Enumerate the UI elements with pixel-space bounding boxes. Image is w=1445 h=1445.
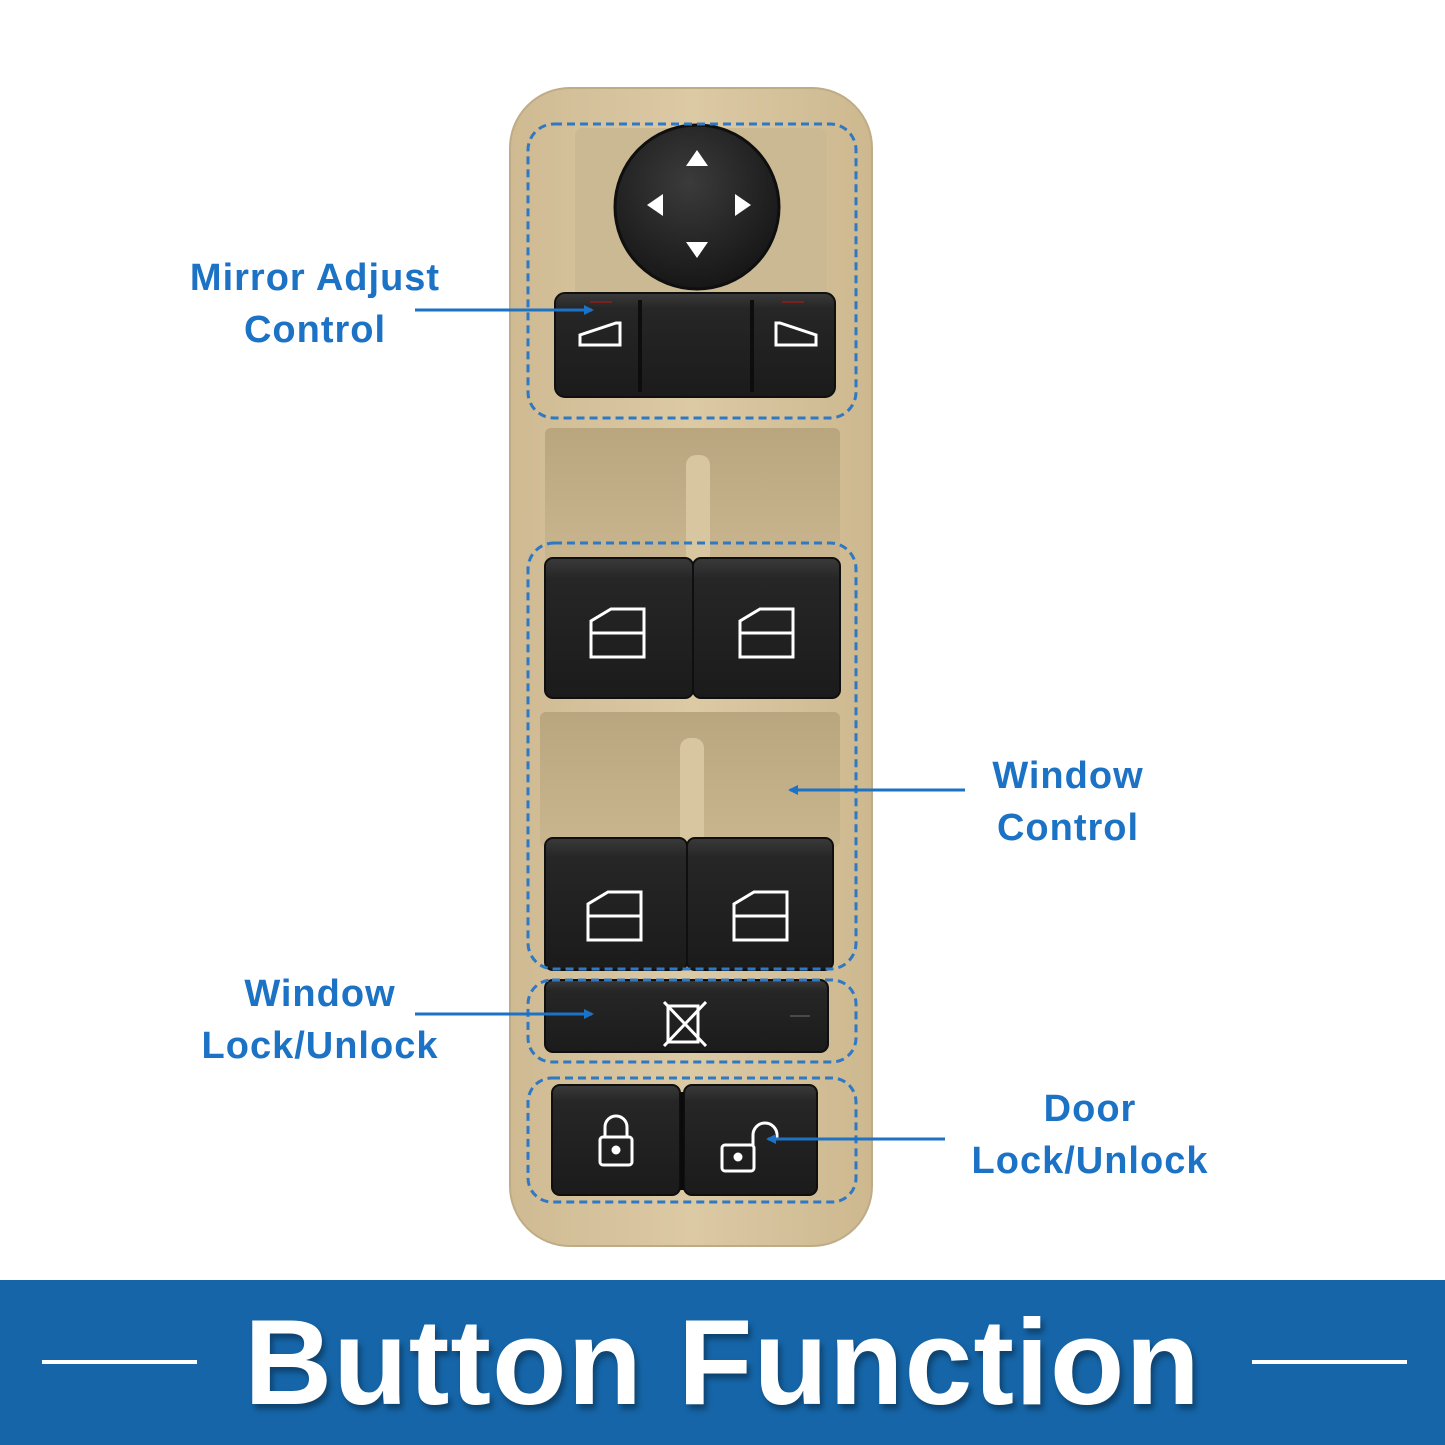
title-banner: Button Function [0,1280,1445,1445]
callout-mirror-line2: Control [243,309,387,351]
callout-door-lock-line1: Door [1043,1088,1137,1130]
front-window-buttons[interactable] [544,557,841,699]
callout-window-line2: Control [996,807,1140,849]
window-icon [586,890,789,942]
callout-window-control: Window Control [968,750,1168,854]
callout-arrows [415,305,965,1144]
callout-door-lock: Door Lock/Unlock [950,1083,1230,1187]
unlock-icon [720,1121,779,1173]
window-lock-icon [662,1000,708,1048]
product-illustration: Mirror Adjust Control Window Control Win… [160,87,1230,1247]
callout-window-lock-line2: Lock/Unlock [201,1025,439,1067]
callout-window-lock: Window Lock/Unlock [180,968,460,1072]
banner-title: Button Function [244,1294,1201,1430]
mirror-right-icon [774,321,818,347]
callout-window-lock-line1: Window [244,973,396,1015]
window-icon [589,607,795,659]
rear-window-buttons[interactable] [544,837,834,971]
callout-door-lock-line2: Lock/Unlock [971,1140,1209,1182]
callout-window-line1: Window [992,755,1144,797]
callout-mirror-line1: Mirror Adjust [189,257,441,299]
mirror-left-icon [578,321,622,347]
banner-divider-left [42,1360,197,1364]
callout-mirror-adjust: Mirror Adjust Control [160,252,470,356]
banner-divider-right [1252,1360,1407,1364]
mirror-joystick-icon[interactable] [613,123,781,291]
door-lock-buttons[interactable] [551,1084,818,1196]
mirror-select-buttons[interactable] [554,292,836,398]
window-switch-panel [415,87,965,1247]
lock-icon [598,1114,634,1167]
